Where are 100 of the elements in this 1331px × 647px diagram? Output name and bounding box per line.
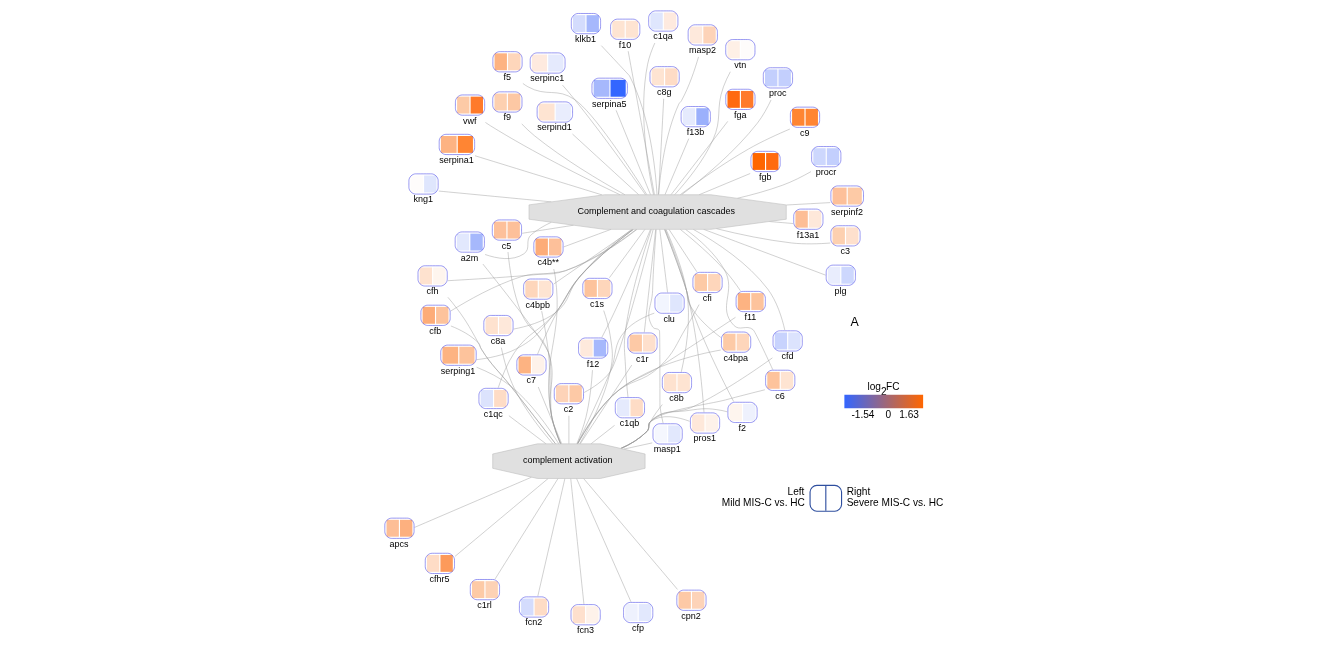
node-label: cpn2: [681, 610, 701, 621]
node-label: vtn: [734, 60, 747, 71]
connector: [659, 229, 668, 293]
connector: [609, 229, 646, 278]
node-label: serpina5: [591, 98, 627, 109]
node-label: c8g: [657, 87, 672, 98]
node-label: f13b: [686, 127, 705, 138]
node-label: f10: [618, 39, 632, 50]
node-label: c6: [775, 390, 785, 401]
node-label: cfb: [429, 325, 442, 336]
node-label: masp1: [653, 444, 681, 455]
connector: [644, 229, 656, 333]
connector: [624, 229, 652, 398]
node-label: c4b**: [537, 257, 559, 268]
connector: [498, 229, 634, 388]
connector: [447, 297, 556, 445]
connector: [548, 268, 561, 444]
node-label: c2: [563, 404, 574, 415]
node-label: c1s: [590, 298, 605, 309]
connector: [484, 222, 552, 259]
connector: [508, 415, 547, 445]
node-label: c8b: [669, 393, 684, 404]
node-label: cfd: [781, 351, 794, 362]
connector: [615, 110, 651, 195]
connector: [450, 325, 556, 445]
node-label: serpinf2: [830, 206, 863, 217]
node-label: f9: [503, 112, 511, 123]
connector: [577, 304, 700, 445]
connector: [507, 251, 561, 445]
connector: [482, 263, 561, 445]
label: 1.63: [899, 408, 919, 420]
label: 0: [885, 408, 892, 420]
node-label: Mild MIS-C vs. HC: [721, 497, 805, 509]
connector: [577, 317, 736, 445]
node-label: c5: [501, 240, 512, 251]
connector: [476, 229, 634, 360]
connector: [501, 347, 554, 445]
node-label: serpina1: [439, 154, 474, 165]
node-label: c1r: [636, 353, 649, 364]
connector: [538, 386, 562, 445]
connector: [577, 312, 655, 445]
connector: [680, 128, 791, 195]
connector: [664, 229, 734, 402]
connector: [716, 228, 831, 245]
node-label: fga: [733, 109, 747, 120]
node-label: Severe MIS-C vs. HC: [846, 497, 944, 509]
node-label: pros1: [693, 433, 716, 444]
connector: [579, 310, 613, 445]
connector: [576, 369, 593, 445]
connector: [570, 478, 585, 605]
connector: [737, 171, 812, 199]
connector: [664, 138, 690, 195]
node-label: a2m: [460, 252, 479, 263]
node-label: masp2: [688, 45, 716, 56]
connector: [620, 389, 766, 449]
connector: [572, 133, 639, 195]
node-label: c7: [526, 375, 536, 386]
connector: [668, 229, 698, 272]
node-label: c8a: [490, 336, 506, 346]
connector: [643, 42, 656, 195]
connector: [680, 229, 741, 291]
node-label: Right: [846, 486, 871, 498]
connector: [665, 229, 689, 373]
node-label: Left: [787, 486, 805, 498]
node-label: serpinc1: [530, 73, 565, 84]
node-label: c1qc: [483, 408, 503, 419]
connector: [447, 229, 638, 281]
connector: [601, 229, 651, 338]
connector: [494, 478, 559, 580]
node-label: apcs: [389, 538, 409, 549]
node-label: clu: [663, 313, 675, 324]
connector: [537, 229, 632, 355]
connector: [454, 478, 549, 557]
node-label: c1rl: [477, 600, 492, 611]
connector: [522, 83, 648, 195]
node-label: klkb1: [575, 34, 597, 45]
connector: [476, 367, 560, 445]
label: A: [850, 314, 859, 329]
connector: [665, 229, 705, 413]
connector: [627, 51, 655, 195]
node-label: proc: [768, 88, 787, 99]
connector: [583, 478, 678, 590]
node-label: fcn2: [525, 617, 543, 628]
connector: [537, 478, 566, 597]
node-label: fcn3: [576, 625, 594, 636]
connector: [620, 357, 773, 449]
connector: [522, 225, 574, 234]
connector: [601, 45, 658, 195]
connector: [562, 84, 646, 195]
node-label: c4bpa: [723, 352, 748, 363]
connector: [681, 99, 772, 195]
node-label: f2: [738, 422, 747, 433]
connector: [670, 121, 728, 195]
connector: [786, 202, 831, 206]
node-label: f11: [744, 311, 757, 322]
connector: [590, 425, 615, 445]
node-label: c1qa: [653, 31, 673, 42]
connector: [658, 56, 699, 195]
node-label: kng1: [413, 194, 433, 205]
connector: [674, 71, 731, 195]
